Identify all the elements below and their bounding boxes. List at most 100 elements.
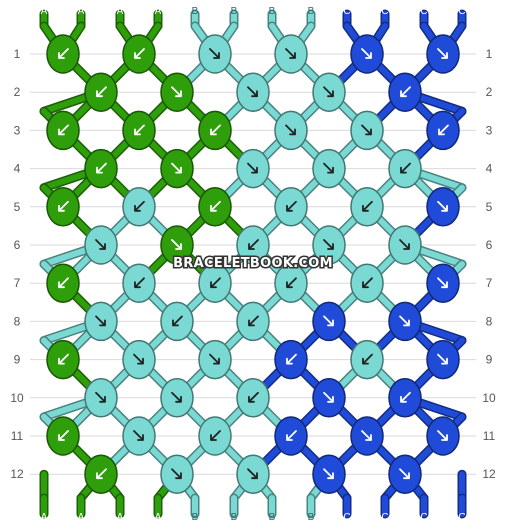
- knot: [350, 339, 384, 380]
- knot: [46, 110, 80, 151]
- arrow-down-right-icon: [171, 468, 182, 480]
- knot: [350, 34, 384, 74]
- arrow-down-right-icon: [437, 353, 448, 365]
- arrow-down-right-icon: [361, 124, 372, 136]
- knot: [312, 225, 346, 265]
- row-number: 2: [486, 85, 493, 99]
- watermark: BRACELETBOOK.COM: [173, 256, 333, 271]
- arrow-down-right-icon: [323, 86, 334, 98]
- strand-label-bottom: C: [381, 512, 388, 523]
- knot: [46, 34, 80, 74]
- knot: [84, 301, 118, 342]
- arrow-down-right-icon: [399, 239, 410, 250]
- strand-label-top: C: [343, 6, 350, 17]
- knot: [274, 416, 308, 456]
- knot-grid: [46, 34, 460, 494]
- arrow-down-left-icon: [58, 48, 69, 59]
- arrow-down-left-icon: [58, 430, 69, 441]
- knot: [388, 148, 422, 189]
- knot: [160, 301, 194, 342]
- arrow-down-left-icon: [134, 200, 145, 212]
- knot: [426, 339, 460, 380]
- strand-label-bottom: B: [269, 512, 276, 523]
- knot: [236, 378, 270, 418]
- arrow-down-left-icon: [400, 391, 411, 403]
- arrow-down-left-icon: [134, 277, 145, 289]
- strand-label-bottom: B: [308, 512, 315, 523]
- arrow-down-left-icon: [210, 200, 221, 212]
- arrow-down-right-icon: [247, 468, 258, 480]
- arrow-down-left-icon: [438, 124, 449, 136]
- arrow-down-left-icon: [362, 353, 373, 365]
- arrow-down-left-icon: [400, 86, 411, 98]
- row-number: 7: [14, 276, 21, 290]
- knot: [122, 416, 156, 456]
- knot: [160, 378, 194, 418]
- strand-label-bottom: C: [343, 512, 350, 523]
- row-number: 1: [486, 47, 493, 61]
- row-number: 10: [482, 391, 496, 405]
- arrow-down-left-icon: [248, 391, 259, 403]
- arrow-down-left-icon: [58, 124, 69, 136]
- strand-label-top: C: [458, 6, 465, 17]
- strand-label-top: A: [41, 6, 48, 17]
- arrow-down-right-icon: [247, 162, 258, 174]
- arrow-down-left-icon: [248, 239, 259, 250]
- arrow-down-left-icon: [362, 200, 373, 212]
- knot: [84, 225, 118, 265]
- row-number: 3: [486, 123, 493, 137]
- row-number: 1: [14, 47, 21, 61]
- row-number: 5: [14, 200, 21, 214]
- strand-label-top: C: [381, 6, 388, 17]
- strand-label-bottom: C: [420, 512, 427, 523]
- arrow-down-right-icon: [285, 48, 296, 59]
- strand-label-top: B: [308, 6, 315, 17]
- knot: [122, 263, 156, 303]
- row-number: 4: [14, 162, 21, 176]
- arrow-down-right-icon: [323, 239, 334, 250]
- knot: [388, 378, 422, 418]
- strand-label-top: A: [78, 6, 85, 17]
- strand-label-top: A: [155, 6, 162, 17]
- row-number: 8: [486, 314, 493, 328]
- strand-label-bottom: A: [155, 512, 162, 523]
- arrow-down-right-icon: [323, 391, 334, 403]
- row-number: 9: [14, 353, 21, 367]
- arrow-down-right-icon: [209, 353, 220, 365]
- strand-label-top: B: [269, 6, 276, 17]
- knot: [122, 187, 156, 227]
- arrow-down-left-icon: [96, 86, 107, 98]
- arrow-down-left-icon: [362, 277, 373, 289]
- row-number: 8: [14, 314, 21, 328]
- knot: [198, 110, 232, 151]
- arrow-down-right-icon: [323, 315, 334, 327]
- arrow-down-left-icon: [400, 162, 411, 174]
- row-number: 9: [486, 353, 493, 367]
- knot: [426, 416, 460, 456]
- row-number: 6: [486, 238, 493, 252]
- arrow-down-right-icon: [361, 48, 372, 59]
- knot: [426, 34, 460, 74]
- arrow-down-right-icon: [399, 468, 410, 480]
- knot: [388, 225, 422, 265]
- row-number: 4: [486, 162, 493, 176]
- knot: [274, 34, 308, 74]
- arrow-down-right-icon: [285, 124, 296, 136]
- knot: [122, 34, 156, 74]
- knot: [312, 378, 346, 418]
- knot: [236, 454, 270, 494]
- arrow-down-left-icon: [96, 162, 107, 174]
- knot: [312, 454, 346, 494]
- knot: [160, 225, 194, 265]
- arrow-down-right-icon: [133, 430, 144, 441]
- knot: [236, 301, 270, 342]
- knot: [388, 454, 422, 494]
- knot: [46, 263, 80, 303]
- knot: [84, 454, 118, 494]
- arrow-down-right-icon: [437, 48, 448, 59]
- arrow-down-right-icon: [323, 162, 334, 174]
- knot: [122, 339, 156, 380]
- knot: [46, 416, 80, 456]
